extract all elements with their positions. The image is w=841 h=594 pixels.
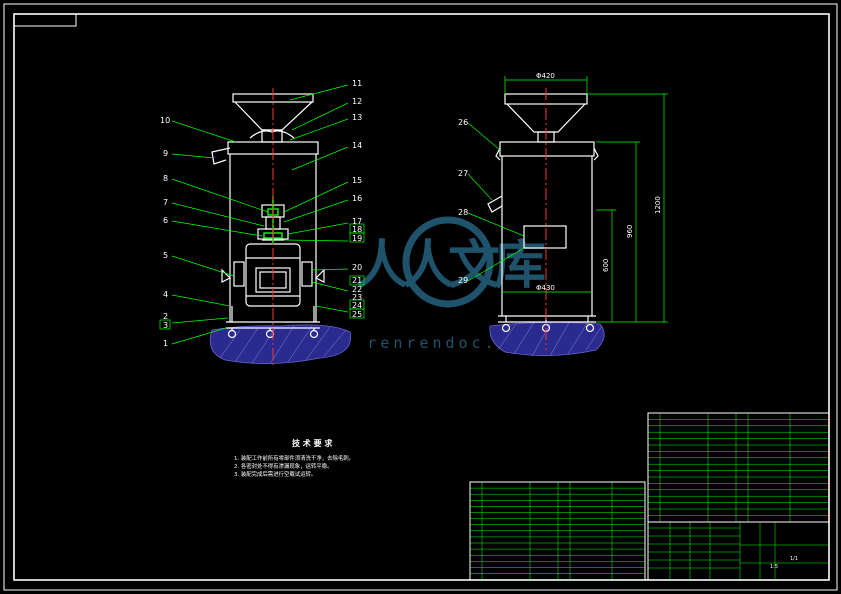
callout-13: 13 [352, 113, 362, 122]
callout-11: 11 [352, 79, 362, 88]
dim-lower-height: 600 [602, 259, 610, 272]
callout-28: 28 [458, 208, 468, 217]
side-body [487, 141, 599, 333]
tech-requirements: 技 术 要 求 1. 装配工作前所有零部件须清洗干净，去除毛刺。 2. 各密封处… [234, 438, 354, 478]
callout-25: 25 [352, 310, 362, 319]
watermark-brand: 人人文库 [356, 236, 545, 296]
callout-4: 4 [163, 290, 168, 299]
side-view: Φ420 Φ430 1200 960 600 26 27 28 29 [458, 72, 668, 357]
tech-requirement-1: 1. 装配工作前所有零部件须清洗干净，去除毛刺。 [234, 454, 354, 462]
dim-top-width: Φ420 [536, 72, 555, 80]
dim-total-height: 1200 [654, 196, 662, 214]
callout-21: 21 [352, 276, 362, 285]
title-scale: 1:5 [770, 564, 778, 570]
callout-27: 27 [458, 169, 468, 178]
side-dimensions [467, 76, 668, 323]
callout-29: 29 [458, 276, 468, 285]
front-view: 1 2 3 4 5 6 7 8 9 10 11 12 13 14 15 16 1… [159, 79, 365, 368]
front-callouts-right: 11 12 13 14 15 16 17 18 19 20 21 22 23 2… [352, 79, 362, 319]
callout-24: 24 [352, 301, 362, 310]
callout-18: 18 [352, 225, 362, 234]
sheet-border [3, 3, 838, 591]
callout-6: 6 [163, 216, 168, 225]
callout-19: 19 [352, 234, 362, 243]
callout-10: 10 [160, 116, 170, 125]
ground-hatch [209, 324, 352, 365]
side-dimension-text: Φ420 Φ430 1200 960 600 [536, 72, 662, 292]
callout-22: 22 [352, 285, 362, 294]
callout-12: 12 [352, 97, 362, 106]
callout-26: 26 [458, 118, 468, 127]
callout-14: 14 [352, 141, 362, 150]
title-block-text: 1:5 1/1 [770, 556, 798, 570]
watermark: 人人文库 renrendoc.com [356, 216, 551, 352]
callout-7: 7 [163, 198, 168, 207]
side-callouts: 26 27 28 29 [458, 118, 468, 285]
title-block-frame [469, 412, 830, 581]
callout-3: 3 [163, 321, 168, 330]
front-body [211, 141, 325, 339]
callout-1: 1 [163, 339, 168, 348]
tech-requirement-2: 2. 各密封处不得有渗漏现象，运转平稳。 [234, 462, 333, 470]
callout-17: 17 [352, 217, 362, 226]
callout-20: 20 [352, 263, 362, 272]
tech-requirements-title: 技 术 要 求 [292, 438, 333, 448]
front-leaders [159, 84, 365, 345]
tech-requirement-3: 3. 装配完成后需进行空载试运转。 [234, 470, 316, 478]
callout-2: 2 [163, 312, 168, 321]
dim-body-width: Φ430 [536, 284, 555, 292]
callout-23: 23 [352, 293, 362, 302]
front-callouts-left: 1 2 3 4 5 6 7 8 9 10 [160, 116, 170, 348]
callout-5: 5 [163, 251, 168, 260]
callout-9: 9 [163, 149, 168, 158]
title-sheet: 1/1 [790, 556, 798, 562]
callout-8: 8 [163, 174, 168, 183]
callout-16: 16 [352, 194, 362, 203]
bill-of-materials [469, 412, 830, 580]
callout-15: 15 [352, 176, 362, 185]
dim-body-height: 960 [626, 225, 634, 238]
